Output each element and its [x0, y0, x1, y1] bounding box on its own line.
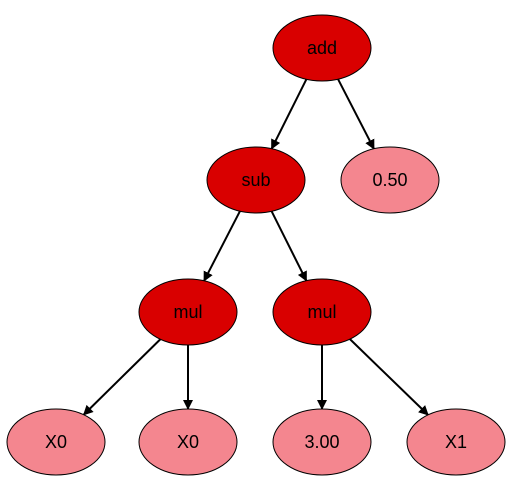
node-const-0.50: 0.50 [340, 146, 440, 214]
node-const-3.00: 3.00 [272, 408, 372, 476]
node-x0-a-shape [6, 408, 106, 476]
node-add: add [272, 14, 372, 82]
node-x0-a: X0 [6, 408, 106, 476]
edge-mul-right-to-x1 [349, 338, 429, 416]
node-add-shape [272, 14, 372, 82]
node-const-3.00-shape [272, 408, 372, 476]
edge-add-to-sub [270, 78, 308, 150]
node-mul-right-shape [272, 278, 372, 346]
node-sub-label: sub [241, 170, 270, 190]
node-mul-left-label: mul [173, 302, 202, 322]
node-sub: sub [206, 146, 306, 214]
edge-mul-left-to-x0-a [82, 338, 162, 416]
node-x1-shape [406, 408, 506, 476]
nodes-layer: add sub 0.50 mul mul X0 X0 3.00 [6, 14, 506, 476]
node-x0-b-label: X0 [177, 432, 199, 452]
node-x0-a-label: X0 [45, 432, 67, 452]
edges-layer [82, 78, 429, 416]
node-mul-right: mul [272, 278, 372, 346]
node-mul-right-label: mul [307, 302, 336, 322]
node-x1: X1 [406, 408, 506, 476]
node-mul-left: mul [138, 278, 238, 346]
node-x1-label: X1 [445, 432, 467, 452]
edge-add-to-0.50 [337, 78, 375, 150]
node-const-0.50-label: 0.50 [372, 170, 407, 190]
node-const-3.00-label: 3.00 [304, 432, 339, 452]
node-x0-b: X0 [138, 408, 238, 476]
node-x0-b-shape [138, 408, 238, 476]
node-sub-shape [206, 146, 306, 214]
node-mul-left-shape [138, 278, 238, 346]
edge-sub-to-mul-right [270, 210, 308, 282]
node-add-label: add [307, 38, 337, 58]
node-const-0.50-shape [340, 146, 440, 214]
edge-sub-to-mul-left [203, 210, 241, 282]
